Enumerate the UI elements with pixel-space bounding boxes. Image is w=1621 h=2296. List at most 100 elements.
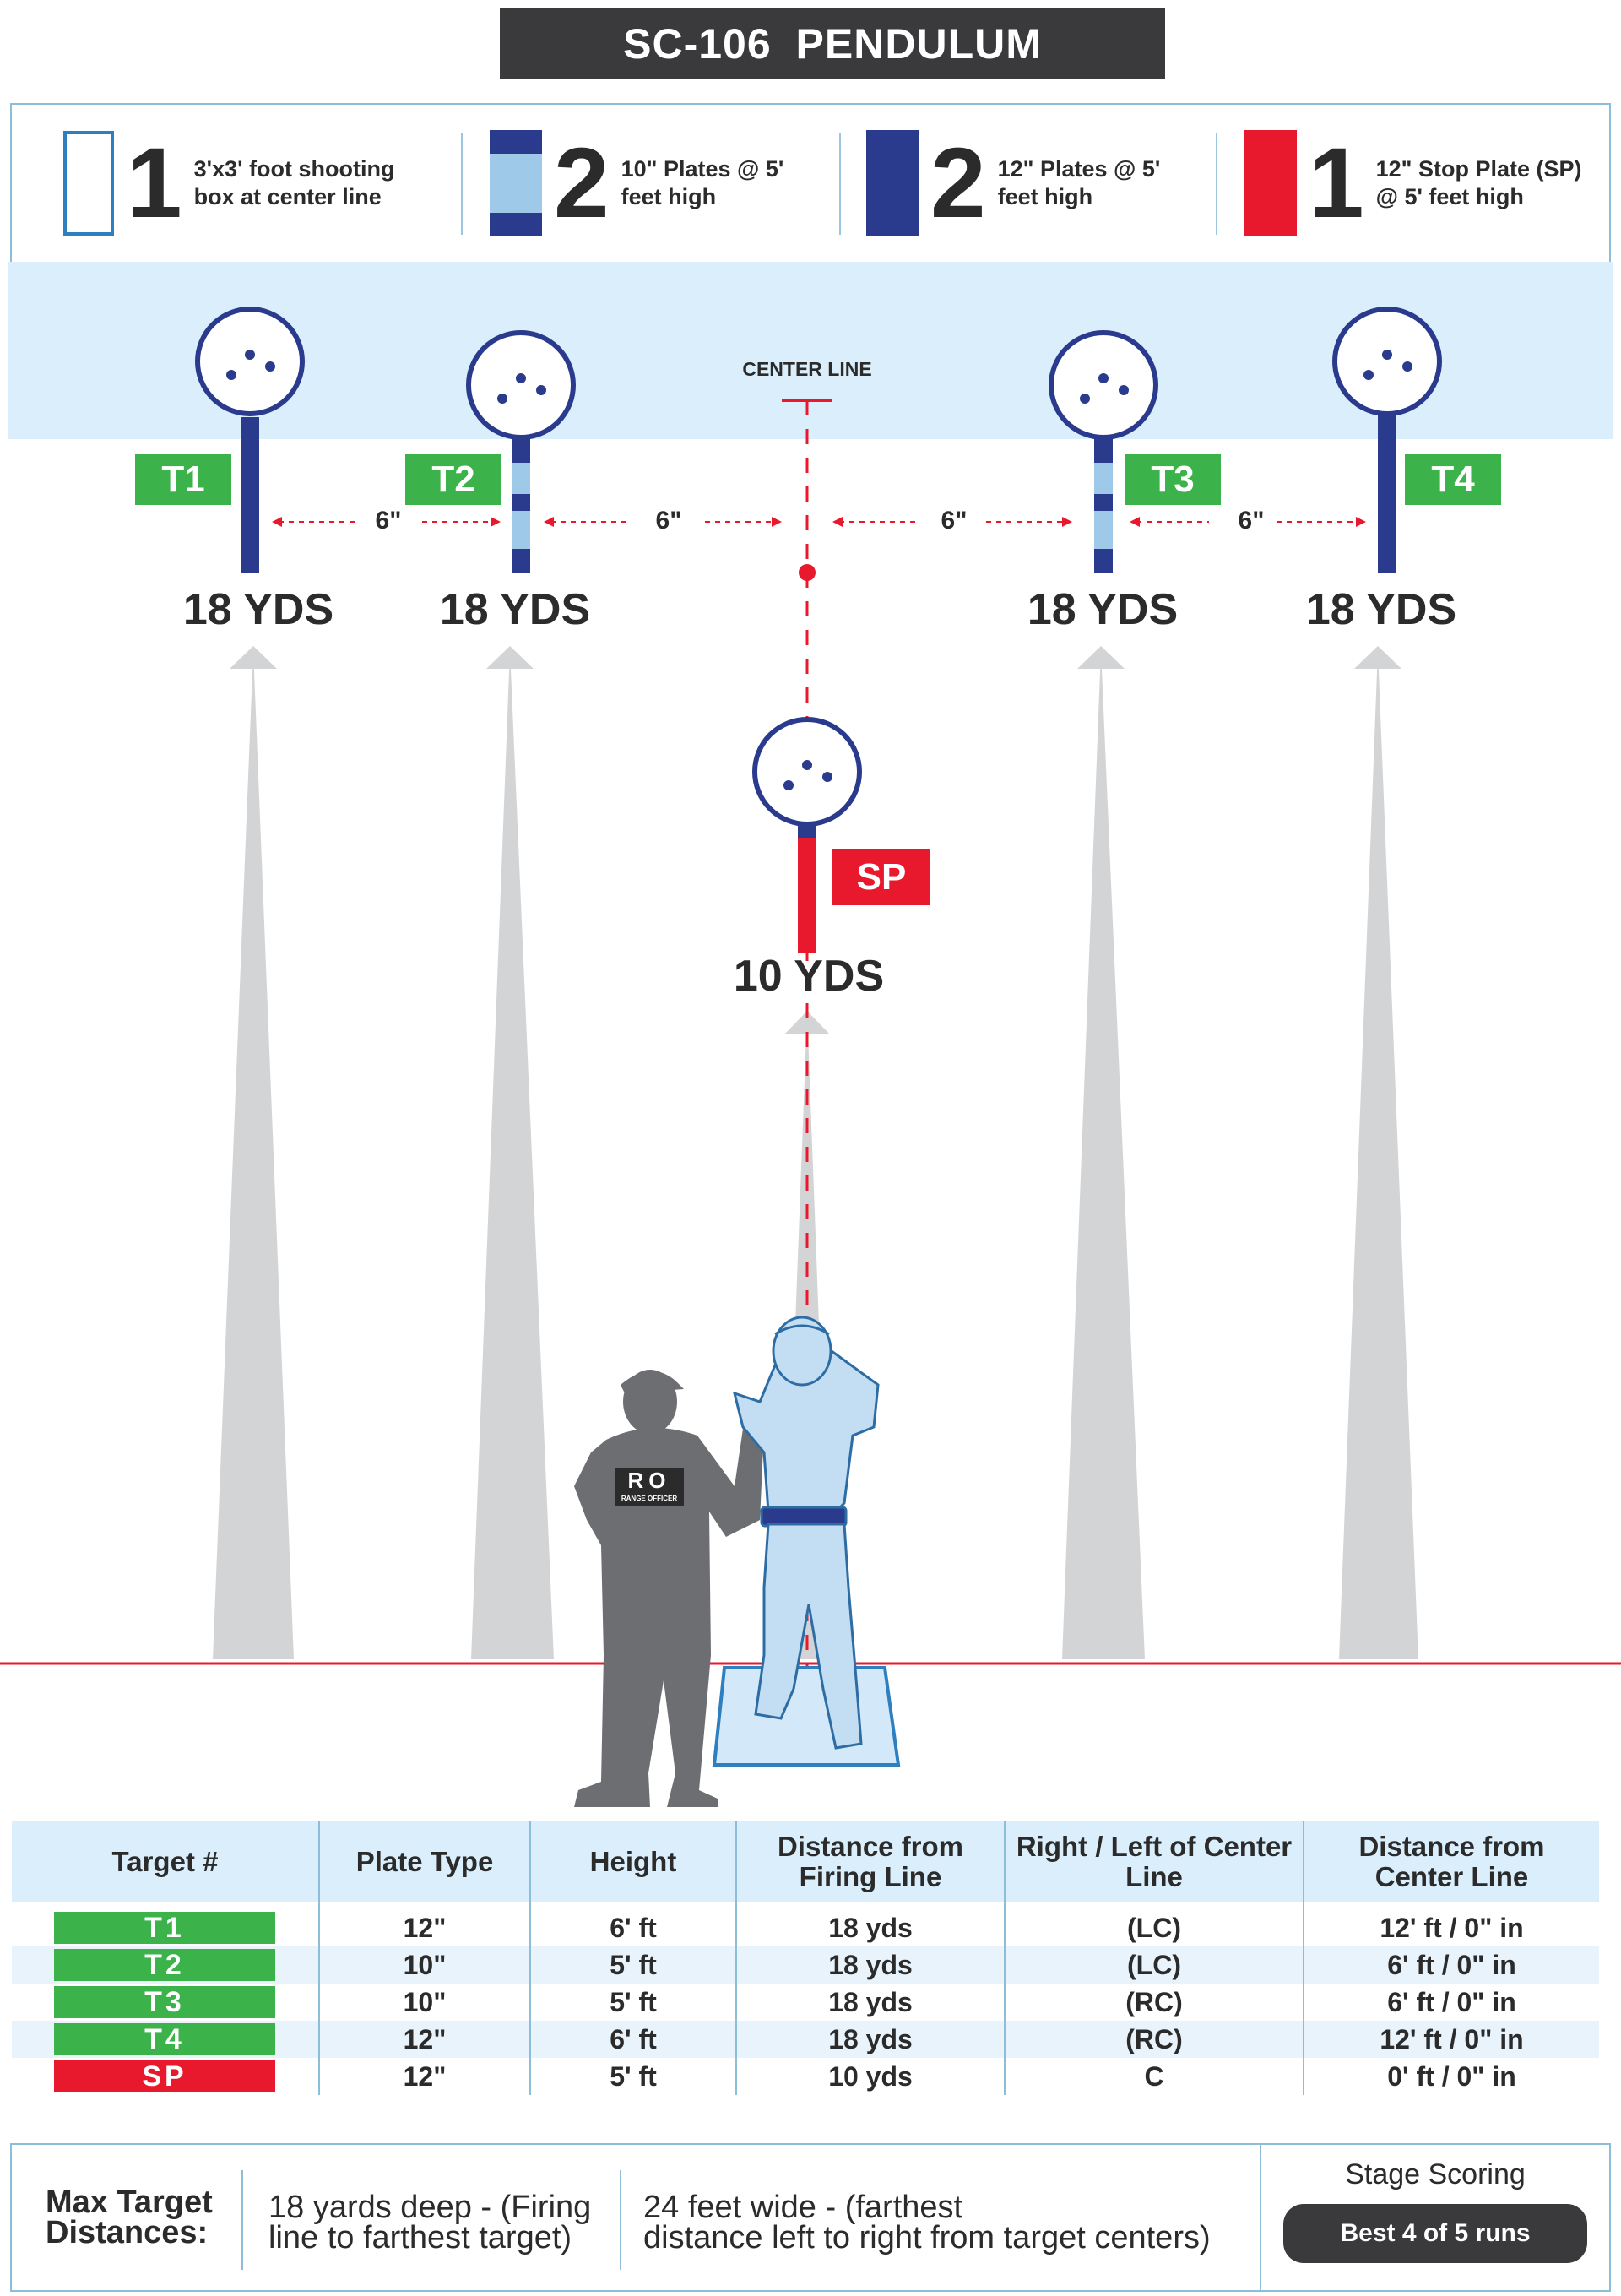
- shooting-box: [712, 1666, 901, 1767]
- col-header-side: Right / Left of Center Line: [1004, 1821, 1304, 1902]
- row-distance: 10 yds: [735, 2058, 1005, 2095]
- lane-arrow-sp: [785, 1011, 829, 1034]
- row-height: 5' ft: [529, 1946, 736, 1984]
- lane-arrow-t2: [486, 646, 534, 669]
- row-height: 5' ft: [529, 2058, 736, 2095]
- ro-badge-subtitle: RANGE OFFICER: [621, 1495, 678, 1502]
- stage-scoring-title: Stage Scoring: [1345, 2158, 1526, 2190]
- legend-divider: [461, 133, 463, 235]
- row-height: 6' ft: [529, 2021, 736, 2058]
- table-row: SP 12" 5' ft 10 yds C 0' ft / 0" in: [12, 2058, 1599, 2095]
- footer-panel: Max Target Distances: 18 yards deep - (F…: [10, 2143, 1611, 2292]
- col-header-plate-type: Plate Type: [318, 1821, 530, 1902]
- row-side: (LC): [1004, 1946, 1304, 1984]
- table-row: T1 12" 6' ft 18 yds (LC) 12' ft / 0" in: [12, 1909, 1599, 1946]
- row-plate: 10": [318, 1946, 530, 1984]
- row-target-badge: T2: [54, 1949, 275, 1981]
- depth-line: 18 yards deep - (Firing: [268, 2190, 592, 2225]
- row-target-badge: SP: [54, 2060, 275, 2092]
- plate-t2: [469, 333, 573, 437]
- lane-arrow-t4: [1354, 646, 1401, 669]
- legend-text-line: feet high: [621, 184, 717, 209]
- plate-sp: [755, 719, 859, 824]
- target-table: Target # Plate Type Height Distance from…: [12, 1821, 1599, 2095]
- row-distance: 18 yds: [735, 1946, 1005, 1984]
- row-side: (RC): [1004, 1984, 1304, 2021]
- post-sp: [798, 826, 816, 953]
- col-header-distance-center-line: Distance from Center Line: [1303, 1821, 1599, 1902]
- col-header-target: Target #: [12, 1821, 319, 1902]
- target-distance-sp: 10 YDS: [733, 952, 885, 1001]
- depth-line: line to farthest target): [268, 2220, 572, 2255]
- row-center-distance: 6' ft / 0" in: [1303, 1984, 1599, 2021]
- spacing-label: 6": [655, 507, 682, 535]
- legend-text-line: feet high: [997, 184, 1093, 209]
- lane-arrow-t3: [1077, 646, 1125, 669]
- ten-inch-plate-icon: [490, 130, 542, 236]
- center-line-label: CENTER LINE: [742, 358, 872, 380]
- legend-item-12in-plates: 2 12" Plates @ 5' feet high: [866, 105, 1160, 262]
- ro-badge-bg: [615, 1468, 684, 1506]
- post-t3: [1094, 439, 1113, 573]
- col-header-height: Height: [529, 1821, 736, 1902]
- row-target-badge: T1: [54, 1912, 275, 1944]
- target-label-t4: T4: [1405, 454, 1501, 505]
- post-t2: [512, 439, 530, 573]
- legend-count: 2: [554, 128, 610, 239]
- target-distance-t4: 18 YDS: [1305, 585, 1457, 634]
- row-height: 6' ft: [529, 1909, 736, 1946]
- target-distance-t2: 18 YDS: [439, 585, 591, 634]
- target-label-sp: SP: [832, 849, 930, 905]
- row-center-distance: 12' ft / 0" in: [1303, 2021, 1599, 2058]
- legend-count: 1: [1309, 128, 1364, 239]
- row-center-distance: 0' ft / 0" in: [1303, 2058, 1599, 2095]
- lane-arrow-t1: [230, 646, 277, 669]
- table-row: T2 10" 5' ft 18 yds (LC) 6' ft / 0" in: [12, 1946, 1599, 1984]
- row-distance: 18 yds: [735, 2021, 1005, 2058]
- legend-text-line: 3'x3' foot shooting: [193, 156, 395, 182]
- row-plate: 12": [318, 1909, 530, 1946]
- center-line-dot: [799, 564, 816, 581]
- range-officer-figure: [574, 1370, 764, 1807]
- range-diagram: [0, 0, 1621, 1807]
- row-side: C: [1004, 2058, 1304, 2095]
- row-side: (LC): [1004, 1909, 1304, 1946]
- target-label-t2: T2: [405, 454, 501, 505]
- legend-count: 1: [127, 128, 182, 239]
- row-height: 5' ft: [529, 1984, 736, 2021]
- post-t1: [241, 417, 259, 573]
- row-side: (RC): [1004, 2021, 1304, 2058]
- twelve-inch-plate-icon: [866, 130, 919, 236]
- lane-t3: [1062, 650, 1145, 1659]
- legend-text-line: 12" Plates @ 5': [997, 156, 1161, 182]
- plate-t4: [1335, 309, 1439, 414]
- legend-text-line: 10" Plates @ 5': [621, 156, 784, 182]
- width-line: 24 feet wide - (farthest: [643, 2190, 963, 2225]
- lane-t4: [1339, 650, 1418, 1659]
- lane-t2: [471, 650, 554, 1659]
- target-label-t1: T1: [135, 454, 231, 505]
- plate-t3: [1051, 333, 1156, 437]
- legend-text-line: box at center line: [193, 184, 382, 209]
- row-center-distance: 12' ft / 0" in: [1303, 1909, 1599, 1946]
- shooter-figure: [732, 1316, 880, 1750]
- max-width-text: 24 feet wide - (farthest distance left t…: [643, 2190, 1268, 2255]
- shooting-box-icon: [63, 131, 114, 236]
- post-t4: [1378, 415, 1396, 573]
- legend-divider: [1216, 133, 1217, 235]
- width-line: distance left to right from target cente…: [643, 2220, 1211, 2255]
- max-label-line: Distances:: [46, 2215, 209, 2250]
- row-target-badge: T3: [54, 1986, 275, 2018]
- row-plate: 10": [318, 1984, 530, 2021]
- row-target-badge: T4: [54, 2023, 275, 2055]
- legend-count: 2: [930, 128, 986, 239]
- row-plate: 12": [318, 2058, 530, 2095]
- footer-divider: [241, 2170, 243, 2270]
- max-target-distances-label: Max Target Distances:: [46, 2186, 248, 2250]
- spacing-arrowheads: [272, 517, 1366, 527]
- footer-divider: [1260, 2145, 1261, 2290]
- table-header-row: Target # Plate Type Height Distance from…: [12, 1821, 1599, 1902]
- row-distance: 18 yds: [735, 1909, 1005, 1946]
- ro-badge: RO: [627, 1468, 671, 1493]
- legend-item-stop-plate: 1 12" Stop Plate (SP) @ 5' feet high: [1244, 105, 1582, 262]
